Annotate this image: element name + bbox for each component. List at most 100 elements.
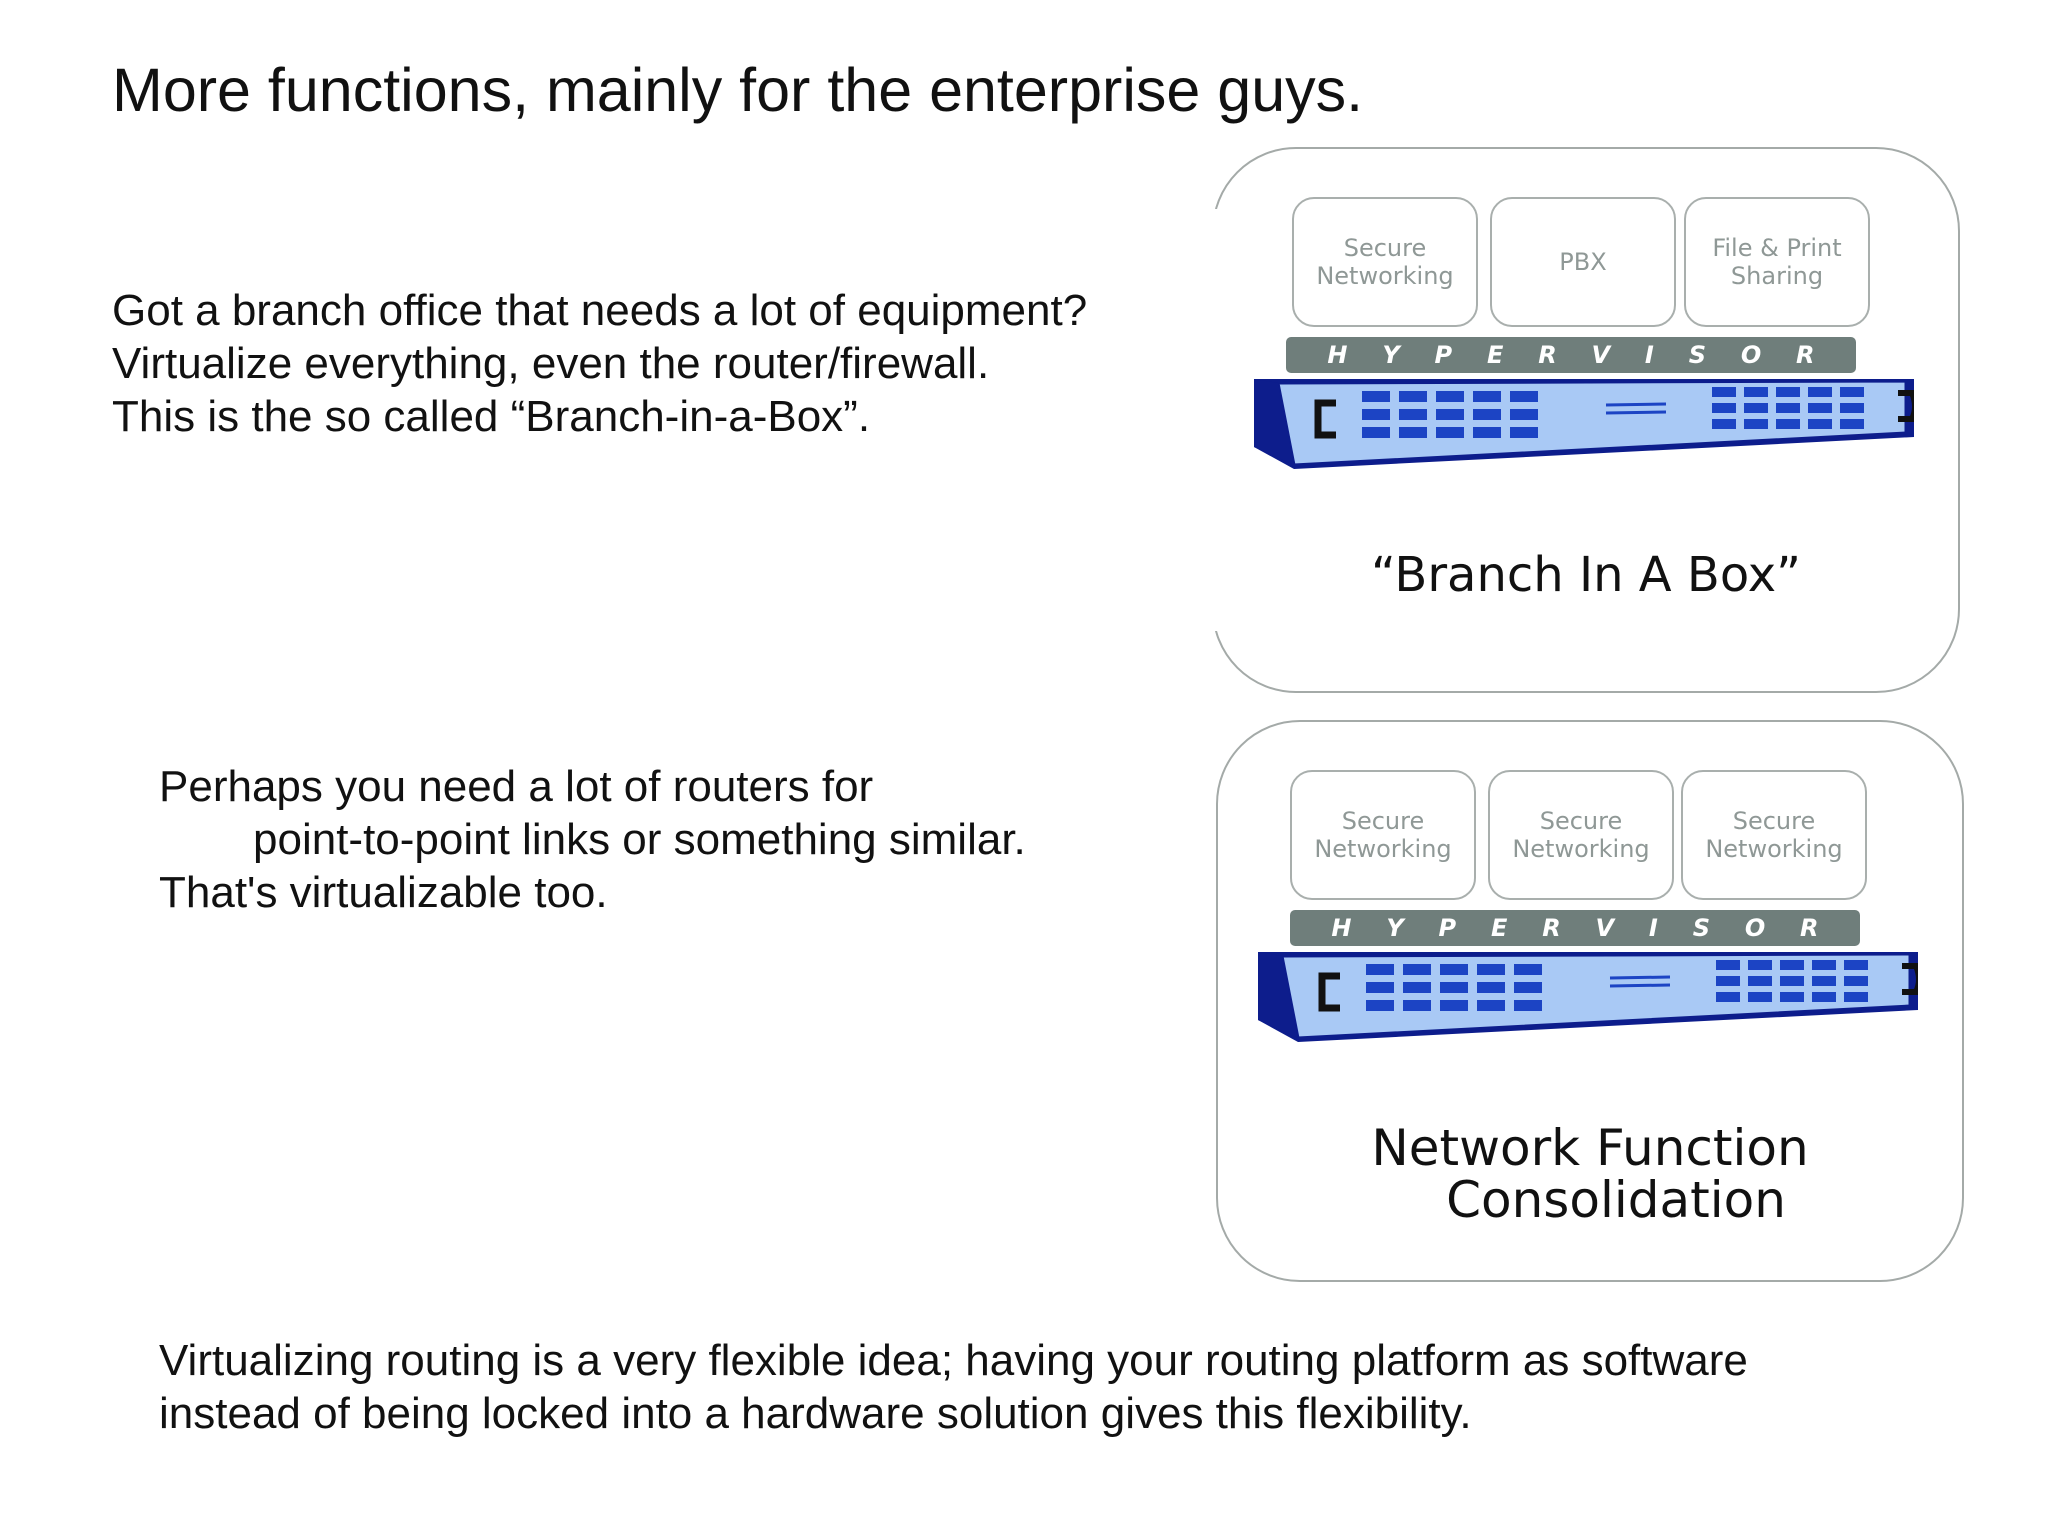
switch-port [1808,403,1832,413]
switch-port [1744,403,1768,413]
text-line: Perhaps you need a lot of routers for [159,762,874,811]
switch-port [1840,403,1864,413]
hypervisor-letter: S [1688,341,1706,369]
switch-port [1436,391,1464,402]
switch-indicator [1609,983,1671,988]
switch-port [1510,427,1538,438]
hypervisor-letter: P [1438,914,1457,942]
diagram-caption: Network Function Consolidation [1218,1122,1962,1226]
switch-port [1812,960,1836,970]
switch-port [1844,960,1868,970]
hypervisor-letter: R [1796,341,1815,369]
switch-port [1514,982,1542,993]
switch-port [1712,403,1736,413]
switch-port [1744,387,1768,397]
caption-line: Consolidation [1446,1171,1786,1229]
hypervisor-letter: V [1591,341,1611,369]
switch-left-side [1254,379,1294,465]
hypervisor-letter: H [1327,341,1348,369]
switch-port [1780,976,1804,986]
switch-connector [1902,963,1918,995]
switch-port [1403,1000,1431,1011]
hypervisor-letter: E [1486,341,1504,369]
caption-line: Network Function [1371,1119,1809,1177]
switch-face [1280,952,1912,1040]
hypervisor-letter: E [1490,914,1508,942]
switch-port [1776,419,1800,429]
text-line: That's virtualizable too. [159,868,608,917]
hypervisor-letter: I [1644,341,1654,369]
switch-indicator [1605,410,1667,415]
network-switch-icon [1258,952,1918,1042]
summary-text: Virtualizing routing is a very flexible … [159,1334,1748,1440]
module-pbx: PBX [1490,197,1676,327]
text-line: Virtualize everything, even the router/f… [112,339,990,388]
switch-port [1440,982,1468,993]
switch-port [1510,409,1538,420]
hypervisor-letter: O [1740,341,1762,369]
hypervisor-letter: I [1648,914,1658,942]
switch-port [1812,976,1836,986]
switch-port [1436,427,1464,438]
switch-port [1514,964,1542,975]
network-switch-icon [1254,379,1914,469]
switch-port [1776,403,1800,413]
diagram-caption: “Branch In A Box” [1371,547,1801,603]
switch-port [1366,1000,1394,1011]
switch-port [1399,427,1427,438]
switch-port [1477,964,1505,975]
network-function-consolidation-diagram: Secure Networking Secure Networking Secu… [1216,720,1964,1282]
hypervisor-letter: O [1744,914,1766,942]
hypervisor-letter: P [1434,341,1453,369]
module-secure-networking: Secure Networking [1681,770,1867,900]
switch-port [1716,992,1740,1002]
switch-port [1716,976,1740,986]
switch-indicator [1609,975,1671,980]
switch-face [1276,379,1908,467]
hypervisor-letter: R [1542,914,1561,942]
switch-connector [1314,399,1336,439]
switch-port [1399,391,1427,402]
switch-port [1840,419,1864,429]
hypervisor-letter: S [1692,914,1710,942]
switch-connector [1318,972,1340,1012]
switch-indicator [1605,402,1667,407]
slide-title: More functions, mainly for the enterpris… [112,56,1364,124]
branch-office-text: Got a branch office that needs a lot of … [112,284,1087,443]
switch-port [1366,982,1394,993]
switch-port [1748,960,1772,970]
diagram-edge-mask [1208,209,1218,631]
module-file-print-sharing: File & Print Sharing [1684,197,1870,327]
hypervisor-letter: Y [1386,914,1404,942]
switch-left-side [1258,952,1298,1038]
switch-port [1366,964,1394,975]
switch-port [1748,976,1772,986]
switch-port [1712,387,1736,397]
switch-port [1362,427,1390,438]
switch-port [1808,387,1832,397]
switch-port [1808,419,1832,429]
hypervisor-letter: Y [1382,341,1400,369]
text-line: This is the so called “Branch-in-a-Box”. [112,392,871,441]
switch-port [1440,964,1468,975]
module-secure-networking: Secure Networking [1292,197,1478,327]
switch-port [1362,409,1390,420]
switch-port [1399,409,1427,420]
switch-port [1748,992,1772,1002]
switch-port [1473,427,1501,438]
switch-port [1362,391,1390,402]
switch-port [1712,419,1736,429]
routers-text: Perhaps you need a lot of routers for po… [159,760,1026,919]
switch-port [1473,391,1501,402]
switch-port [1473,409,1501,420]
switch-port [1716,960,1740,970]
switch-port [1744,419,1768,429]
text-line: instead of being locked into a hardware … [159,1389,1472,1438]
switch-port [1780,960,1804,970]
switch-port [1477,982,1505,993]
text-line: Virtualizing routing is a very flexible … [159,1336,1748,1385]
switch-port [1844,992,1868,1002]
module-secure-networking: Secure Networking [1290,770,1476,900]
